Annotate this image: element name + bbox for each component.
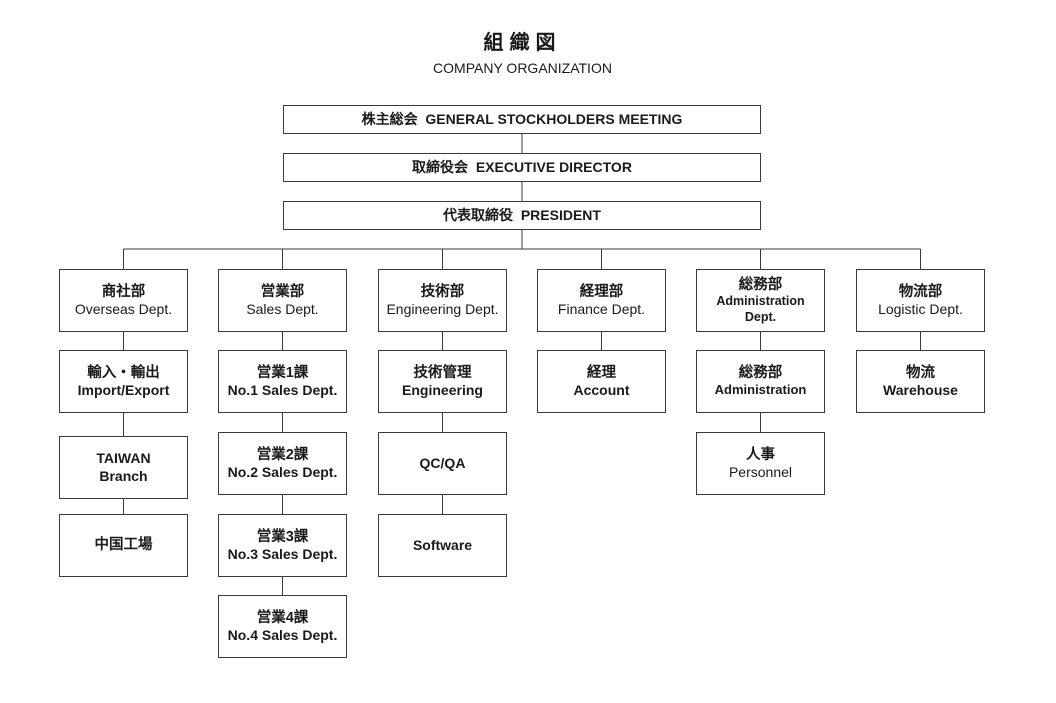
unit-taiwan-branch: TAIWAN Branch xyxy=(59,436,188,499)
unit-personnel: 人事 Personnel xyxy=(696,432,825,495)
unit-warehouse: 物流 Warehouse xyxy=(856,350,985,413)
unit-name-en: No.1 Sales Dept. xyxy=(227,381,338,398)
dept-name-en: Logistic Dept. xyxy=(878,300,963,317)
dept-name-en-line2: Dept. xyxy=(744,309,777,324)
dept-name-en: Finance Dept. xyxy=(557,300,646,317)
dept-name-en-line1: Administration xyxy=(716,293,805,308)
unit-name-jp: 営業1課 xyxy=(256,364,309,381)
unit-name-jp: 営業2課 xyxy=(256,446,309,463)
executive-director-box: 取締役会 EXECUTIVE DIRECTOR xyxy=(283,153,761,182)
dept-administration: 総務部 Administration Dept. xyxy=(696,269,825,332)
box-label: 取締役会 EXECUTIVE DIRECTOR xyxy=(412,158,632,175)
president-box: 代表取締役 PRESIDENT xyxy=(283,201,761,230)
box-label: 代表取締役 PRESIDENT xyxy=(443,206,601,223)
dept-logistic: 物流部 Logistic Dept. xyxy=(856,269,985,332)
dept-name-en: Sales Dept. xyxy=(246,300,319,317)
dept-name-jp: 営業部 xyxy=(260,283,305,300)
unit-name-en: Engineering xyxy=(402,381,483,398)
unit-name-en: Personnel xyxy=(728,463,793,480)
unit-name-en: Import/Export xyxy=(77,381,170,398)
unit-name-en: No.4 Sales Dept. xyxy=(227,626,338,643)
unit-name-en: Warehouse xyxy=(883,381,958,398)
dept-sales: 営業部 Sales Dept. xyxy=(218,269,347,332)
unit-name-jp: 総務部 xyxy=(738,365,783,382)
unit-name-jp: 物流 xyxy=(906,364,935,381)
unit-name-en: Administration xyxy=(714,382,807,398)
unit-name-line2: Branch xyxy=(99,467,148,484)
unit-import-export: 輸入・輸出 Import/Export xyxy=(59,350,188,413)
dept-finance: 経理部 Finance Dept. xyxy=(537,269,666,332)
unit-sales-1: 営業1課 No.1 Sales Dept. xyxy=(218,350,347,413)
unit-administration: 総務部 Administration xyxy=(696,350,825,413)
chart-subtitle: COMPANY ORGANIZATION xyxy=(433,60,612,76)
chart-title: 組織図 xyxy=(483,30,562,54)
unit-sales-3: 営業3課 No.3 Sales Dept. xyxy=(218,514,347,577)
unit-name-jp: 営業3課 xyxy=(256,528,309,545)
dept-overseas: 商社部 Overseas Dept. xyxy=(59,269,188,332)
unit-name-jp: 営業4課 xyxy=(256,609,309,626)
unit-name-line1: TAIWAN xyxy=(96,450,151,466)
dept-name-jp: 経理部 xyxy=(579,283,624,300)
dept-engineering: 技術部 Engineering Dept. xyxy=(378,269,507,332)
unit-name-jp: 経理 xyxy=(587,364,616,381)
unit-name-jp: 人事 xyxy=(746,446,775,463)
dept-name-en: Overseas Dept. xyxy=(74,300,173,317)
dept-name-jp: 商社部 xyxy=(101,283,146,300)
dept-name-jp: 総務部 xyxy=(738,276,783,293)
unit-qc-qa: QC/QA xyxy=(378,432,507,495)
dept-name-jp: 技術部 xyxy=(420,283,465,300)
unit-name: 中国工場 xyxy=(94,537,153,554)
unit-software: Software xyxy=(378,514,507,577)
unit-name-jp: 輸入・輸出 xyxy=(87,364,160,381)
dept-name-jp: 物流部 xyxy=(898,283,943,300)
dept-name-en: Engineering Dept. xyxy=(386,300,499,317)
unit-sales-4: 営業4課 No.4 Sales Dept. xyxy=(218,595,347,658)
unit-engineering-management: 技術管理 Engineering xyxy=(378,350,507,413)
general-stockholders-meeting-box: 株主総会 GENERAL STOCKHOLDERS MEETING xyxy=(283,105,761,134)
unit-name-en: No.3 Sales Dept. xyxy=(227,545,338,562)
unit-name: QC/QA xyxy=(419,454,466,471)
unit-china-factory: 中国工場 xyxy=(59,514,188,577)
unit-name-jp: 技術管理 xyxy=(413,364,472,381)
unit-name-en: Account xyxy=(573,381,630,398)
box-label: 株主総会 GENERAL STOCKHOLDERS MEETING xyxy=(361,110,683,127)
unit-name: Software xyxy=(412,536,473,553)
unit-sales-2: 営業2課 No.2 Sales Dept. xyxy=(218,432,347,495)
unit-name-en: No.2 Sales Dept. xyxy=(227,463,338,480)
unit-account: 経理 Account xyxy=(537,350,666,413)
